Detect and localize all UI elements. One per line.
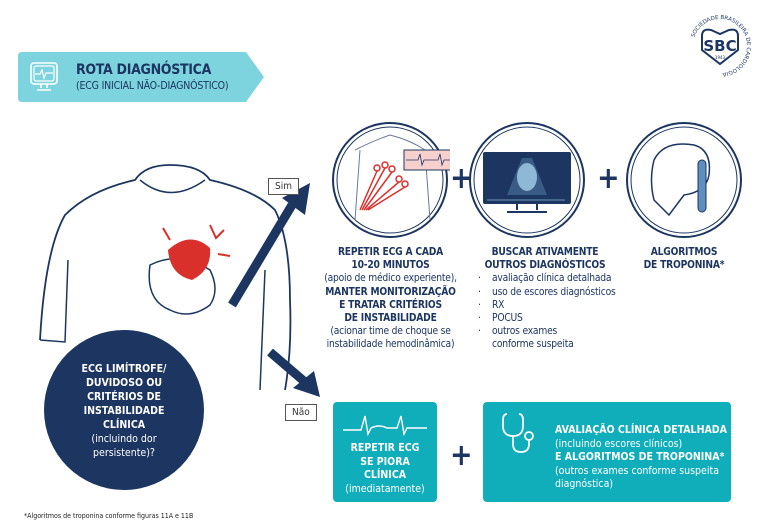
troponin-blood-test-icon (626, 122, 742, 238)
heart-icon (168, 239, 211, 280)
question-line: INSTABILIDADE (83, 405, 165, 417)
question-line: ECG LIMÍTROFE/ (81, 363, 167, 375)
question-line: persistente)? (93, 447, 155, 459)
text-line: ALGORITMOS (650, 247, 718, 258)
text-line: OUTROS DIAGNÓSTICOS (484, 260, 606, 272)
text-line: CLÍNICA (363, 469, 407, 481)
text-line: (incluindo escores clínicos) (555, 437, 683, 450)
page-subtitle: (ECG INICIAL NÃO-DIAGNÓSTICO) (76, 80, 229, 92)
banner-shape (18, 52, 264, 102)
text-line: DE TROPONINA* (643, 260, 725, 272)
text-line: AVALIAÇÃO CLÍNICA DETALHADA (555, 424, 727, 436)
no-label: Não (285, 404, 317, 421)
plus-icon: + (597, 161, 620, 196)
stethoscope-icon (502, 413, 534, 453)
text-line: instabilidade hemodinâmica) (326, 339, 455, 351)
question-line: (incluindo dor (91, 433, 157, 445)
text-line: E ALGORITMOS DE TROPONINA* (555, 451, 725, 463)
svg-text:1943: 1943 (715, 55, 726, 60)
ecg-monitoring-icon (332, 122, 450, 238)
text-line: MANTER MONITORIZAÇÃO (325, 286, 456, 298)
text-line: BUSCAR ATIVAMENTE (491, 247, 599, 258)
text-line: E TRATAR CRITÉRIOS (339, 299, 442, 311)
text-line: (outros exames conforme suspeita diagnós… (555, 464, 719, 491)
question-bubble: ECG LIMÍTROFE/ DUVIDOSO OU CRITÉRIOS DE … (44, 330, 204, 490)
svg-text:SBC: SBC (703, 37, 736, 55)
list-item: outros exames conforme suspeita (478, 325, 598, 351)
repeat-ecg-box: REPETIR ECG SE PIORA CLÍNICA (imediatame… (333, 402, 437, 502)
ecg-wave-icon (343, 415, 427, 436)
text-line: REPETIR ECG (350, 442, 420, 454)
ultrasound-monitor-icon (469, 122, 585, 238)
footnote: *Algoritmos de troponina conforme figura… (24, 512, 194, 520)
other-diagnoses-text: BUSCAR ATIVAMENTE OUTROS DIAGNÓSTICOS av… (470, 246, 620, 352)
repeat-ecg-text: REPETIR ECG A CADA 10-20 MINUTOS (apoio … (318, 246, 463, 352)
text-line: 10-20 MINUTOS (351, 260, 430, 272)
text-line: (apoio de médico experiente), (324, 273, 457, 285)
clinical-evaluation-box: AVALIAÇÃO CLÍNICA DETALHADA (incluindo e… (483, 402, 731, 502)
arrow-up-icon (282, 183, 310, 215)
question-line: CLÍNICA (102, 419, 146, 431)
question-line: CRITÉRIOS DE (87, 391, 161, 403)
plus-icon: + (450, 161, 473, 196)
list-item: POCUS (478, 312, 620, 325)
arrow-down-icon (293, 371, 320, 397)
troponin-algorithms-text: ALGORITMOS DE TROPONINA* (630, 246, 738, 272)
list-item: avaliação clínica detalhada (478, 272, 620, 285)
page-title: ROTA DIAGNÓSTICA (76, 62, 212, 78)
list-item: RX (478, 299, 620, 312)
plus-icon: + (450, 438, 473, 473)
text-line: REPETIR ECG A CADA (337, 247, 444, 258)
sbc-logo: SOCIEDADE BRASILEIRA DE CARDIOLOGIA SBC … (691, 15, 752, 77)
yes-label: Sim (268, 178, 299, 195)
patient-illustration (39, 164, 292, 391)
text-line: (acionar time de choque se (330, 326, 451, 338)
text-line: (imediatamente) (345, 482, 425, 495)
list-item: uso de escores diagnósticos (478, 286, 620, 299)
text-line: SE PIORA (360, 455, 410, 468)
question-line: DUVIDOSO OU (85, 377, 163, 389)
ecg-monitor-icon (30, 62, 58, 91)
header-banner (18, 52, 264, 102)
text-line: DE INSTABILIDADE (344, 313, 437, 325)
